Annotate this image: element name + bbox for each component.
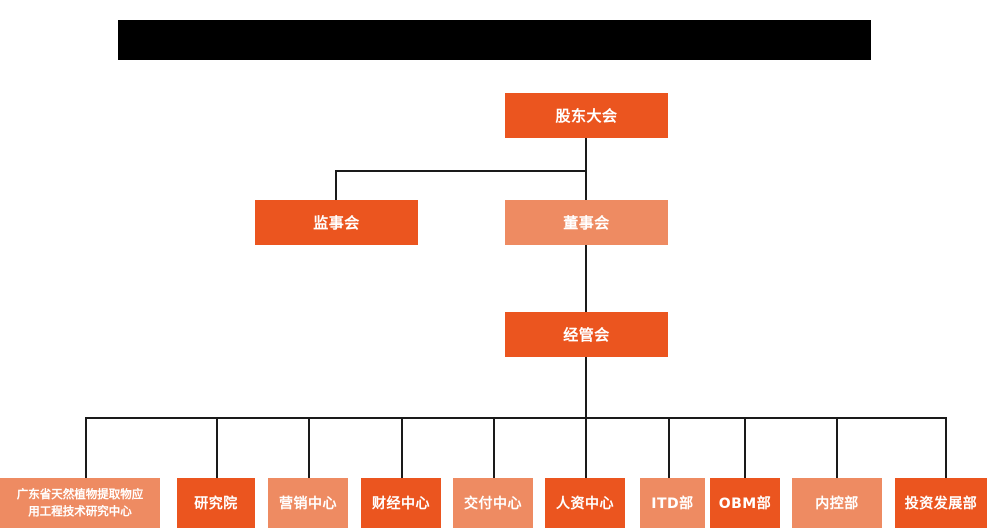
node-label-board-of-directors: 董事会 xyxy=(563,214,610,232)
node-board-of-supervisors[interactable]: 监事会 xyxy=(255,200,418,245)
node-management-committee[interactable]: 经管会 xyxy=(505,312,668,357)
connector-to-directors xyxy=(585,170,587,201)
connector-tier2-bus xyxy=(335,170,587,172)
node-board-of-directors[interactable]: 董事会 xyxy=(505,200,668,245)
node-obm-department[interactable]: OBM部 xyxy=(710,478,780,528)
node-research-institute[interactable]: 研究院 xyxy=(177,478,255,528)
node-label-internal-control-department: 内控部 xyxy=(815,496,859,512)
connector-department-bus xyxy=(85,417,946,419)
node-finance-center[interactable]: 财经中心 xyxy=(361,478,441,528)
node-label-delivery-center: 交付中心 xyxy=(464,496,522,512)
title-banner xyxy=(118,20,871,60)
connector-drop-hr-center xyxy=(585,417,587,478)
connector-shareholders-down xyxy=(585,138,587,172)
node-investment-development-department[interactable]: 投资发展部 xyxy=(895,478,987,528)
node-label-research-institute: 研究院 xyxy=(194,496,238,512)
node-label-shareholders-meeting: 股东大会 xyxy=(555,107,618,125)
connector-drop-research-institute xyxy=(216,417,218,478)
connector-drop-obm-department xyxy=(744,417,746,478)
node-label-marketing-center: 营销中心 xyxy=(279,496,337,512)
connector-to-supervisors xyxy=(335,170,337,201)
connector-drop-finance-center xyxy=(401,417,403,478)
node-label-investment-development-department: 投资发展部 xyxy=(904,496,978,512)
connector-directors-to-management xyxy=(585,245,587,312)
connector-drop-guangdong-research-center xyxy=(85,417,87,478)
node-label-management-committee: 经管会 xyxy=(563,326,610,344)
node-label-hr-center: 人资中心 xyxy=(556,496,614,512)
node-marketing-center[interactable]: 营销中心 xyxy=(268,478,348,528)
node-itd-department[interactable]: ITD部 xyxy=(640,478,705,528)
connector-drop-delivery-center xyxy=(493,417,495,478)
node-delivery-center[interactable]: 交付中心 xyxy=(453,478,533,528)
connector-drop-marketing-center xyxy=(308,417,310,478)
connector-drop-investment-development-department xyxy=(945,417,947,478)
node-label-obm-department: OBM部 xyxy=(718,496,772,512)
node-guangdong-research-center[interactable]: 广东省天然植物提取物应 用工程技术研究中心 xyxy=(0,478,160,528)
node-label-finance-center: 财经中心 xyxy=(372,496,430,512)
node-label-board-of-supervisors: 监事会 xyxy=(313,214,360,232)
node-shareholders-meeting[interactable]: 股东大会 xyxy=(505,93,668,138)
node-label-guangdong-research-center: 广东省天然植物提取物应 用工程技术研究中心 xyxy=(16,487,144,518)
connector-drop-itd-department xyxy=(668,417,670,478)
node-label-itd-department: ITD部 xyxy=(651,496,694,512)
node-internal-control-department[interactable]: 内控部 xyxy=(792,478,882,528)
connector-management-down xyxy=(585,357,587,419)
connector-drop-internal-control-department xyxy=(836,417,838,478)
node-hr-center[interactable]: 人资中心 xyxy=(545,478,625,528)
